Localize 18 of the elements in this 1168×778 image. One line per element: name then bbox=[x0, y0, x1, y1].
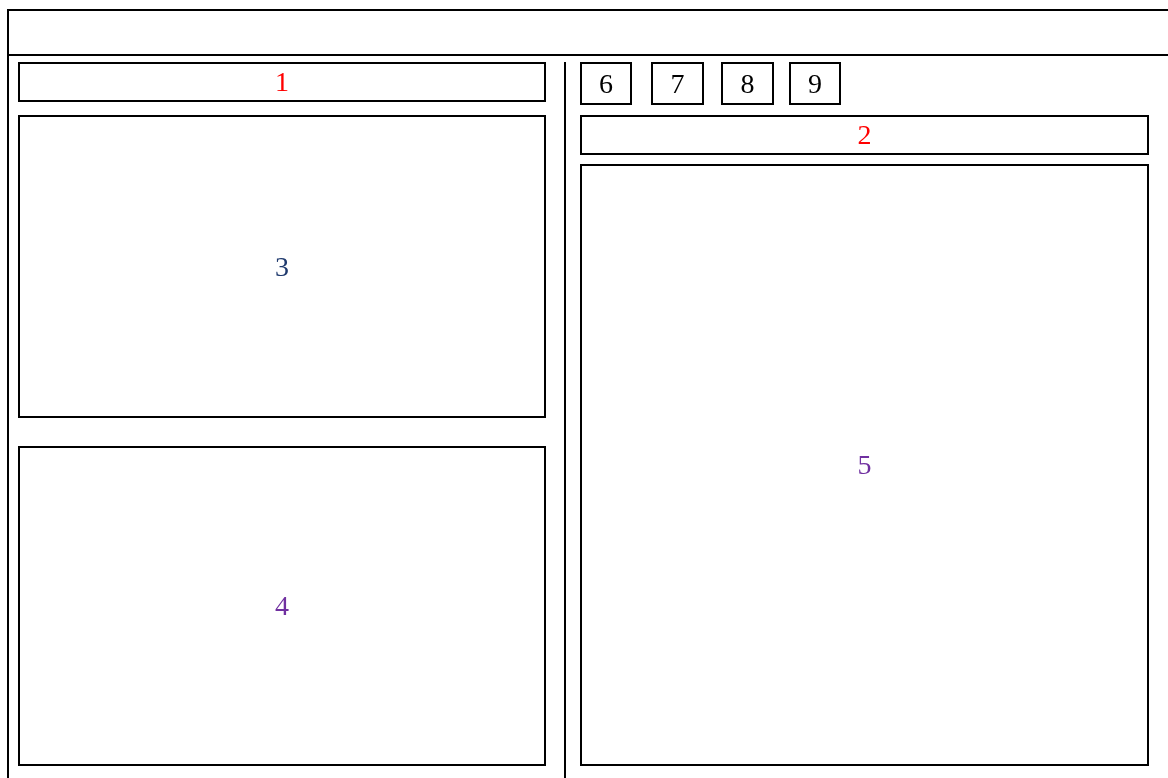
box-number: 9 bbox=[808, 69, 822, 98]
numbered-box bbox=[651, 62, 704, 105]
box-number: 5 bbox=[857, 451, 872, 479]
numbered-box bbox=[721, 62, 774, 105]
numbered-box bbox=[18, 446, 546, 766]
numbered-box bbox=[18, 62, 546, 102]
numbered-box bbox=[18, 115, 546, 418]
box-number: 8 bbox=[740, 69, 755, 98]
box-number: 4 bbox=[275, 592, 289, 620]
box-number: 3 bbox=[275, 252, 289, 281]
numbered-box bbox=[789, 62, 841, 105]
box-number: 2 bbox=[857, 121, 872, 149]
numbered-box bbox=[580, 164, 1149, 766]
box-number: 7 bbox=[670, 69, 685, 98]
box-number: 6 bbox=[599, 69, 613, 98]
numbered-box bbox=[580, 62, 632, 105]
box-number: 1 bbox=[275, 68, 289, 96]
numbered-box bbox=[580, 115, 1149, 155]
